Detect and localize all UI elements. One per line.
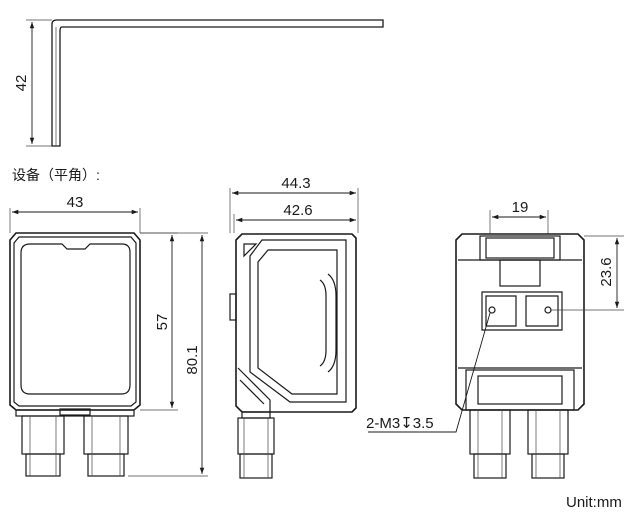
back-hole-spec-label: 2-M3↧3.5 [366, 415, 434, 432]
back-body [455, 233, 585, 411]
side-body [235, 233, 357, 413]
front-connector-left [21, 415, 65, 477]
mount-hole-left [488, 306, 496, 314]
front-body [9, 232, 141, 411]
back-hole-spacing-label: 19 [512, 199, 529, 216]
side-width-total-label: 44.3 [281, 175, 310, 192]
front-window [20, 243, 131, 395]
side-width-inner-label: 42.6 [283, 202, 312, 219]
l-bracket: 42 [13, 19, 384, 147]
side-view: 44.3 42.6 [229, 175, 359, 479]
front-connector-right [83, 415, 129, 477]
back-hole-leader [368, 312, 491, 433]
front-body-height-label: 57 [154, 314, 171, 331]
back-view: 19 23.6 2-M3↧3.5 [366, 199, 624, 479]
front-width-label: 43 [67, 194, 84, 211]
device-caption: 设备（平角）: [12, 167, 100, 183]
unit-label: Unit:mm [566, 494, 622, 511]
back-hole-height-label: 23.6 [598, 257, 615, 286]
bracket-height-label: 42 [13, 75, 30, 92]
front-view: 43 57 80.1 [9, 194, 208, 477]
front-total-height-label: 80.1 [184, 345, 201, 374]
